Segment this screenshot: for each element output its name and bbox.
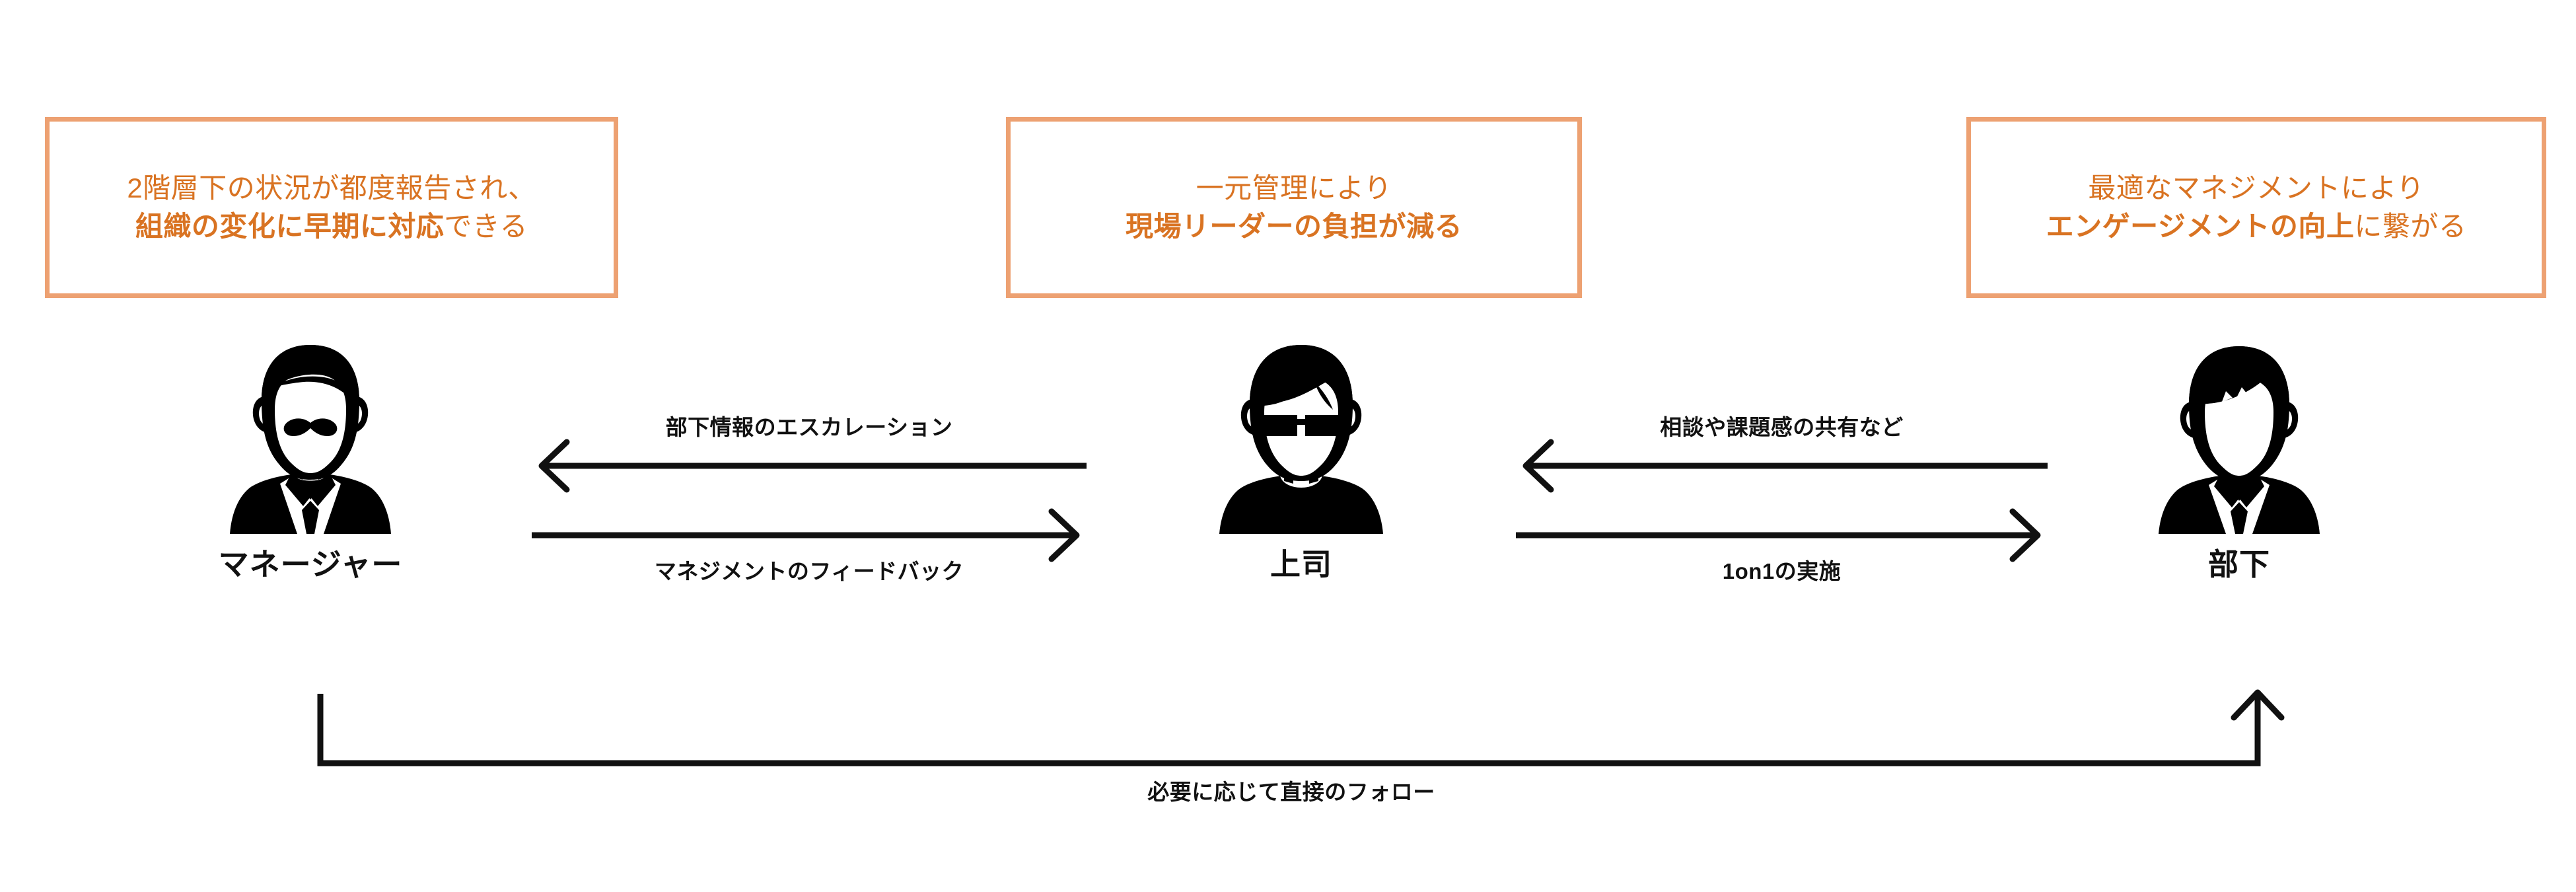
benefit-box-manager-line2-emphasis: 組織の変化に早期に対応	[135, 211, 445, 242]
benefit-box-manager-line2: 組織の変化に早期に対応できる	[135, 207, 528, 246]
benefit-box-member-line1: 最適なマネジメントにより	[2088, 172, 2425, 204]
flow-manager-boss-arrows	[532, 439, 1087, 562]
benefit-box-member-line2: エンゲージメントの向上に繋がる	[2046, 207, 2467, 246]
benefit-box-manager-line2-tail: できる	[444, 211, 528, 242]
benefit-box-boss-line2-emphasis: 現場リーダーの負担が減る	[1125, 211, 1462, 242]
benefit-box-member-line2-tail: に繋がる	[2354, 211, 2467, 242]
person-manager-label: マネージャー	[218, 547, 403, 581]
person-member: 部下	[2127, 344, 2351, 608]
flow-manager-boss-top-label: 部下情報のエスカレーション	[665, 415, 953, 439]
flow-boss-member-arrows	[1516, 439, 2048, 562]
benefit-box-manager-line1: 2階層下の状況が都度報告され、	[127, 172, 536, 204]
flow-manager-boss: 部下情報のエスカレーション マネジメントのフィードバック	[528, 410, 1090, 601]
benefit-box-member-line2-emphasis: エンゲージメントの向上	[2046, 211, 2355, 242]
person-member-label: 部下	[2208, 547, 2270, 581]
flow-boss-member: 相談や課題感の共有など 1on1の実施	[1513, 410, 2051, 601]
person-boss: 上司	[1189, 344, 1413, 608]
flow-boss-member-top-label: 相談や課題感の共有など	[1660, 415, 1904, 439]
person-mustache-suit-icon	[230, 345, 391, 534]
benefit-box-boss: 一元管理により 現場リーダーの負担が減る	[1006, 117, 1582, 298]
flow-direct-follow-arrow	[317, 689, 2285, 766]
benefit-box-member: 最適なマネジメントにより エンゲージメントの向上に繋がる	[1966, 117, 2546, 298]
person-glasses-casual-icon	[1219, 345, 1383, 534]
benefit-box-boss-line2: 現場リーダーの負担が減る	[1126, 207, 1462, 246]
flow-boss-member-bottom-label: 1on1の実施	[1722, 559, 1842, 583]
person-young-suit-icon	[2159, 346, 2320, 534]
person-boss-label: 上司	[1270, 547, 1332, 581]
flow-manager-boss-bottom-label: マネジメントのフィードバック	[654, 559, 964, 583]
benefit-box-manager: 2階層下の状況が都度報告され、 組織の変化に早期に対応できる	[45, 117, 618, 298]
flow-direct-follow-label: 必要に応じて直接のフォロー	[1147, 780, 1435, 804]
person-manager: マネージャー	[198, 344, 423, 608]
benefit-box-boss-line1: 一元管理により	[1196, 172, 1392, 204]
flow-direct-follow: 必要に応じて直接のフォロー	[291, 674, 2292, 806]
